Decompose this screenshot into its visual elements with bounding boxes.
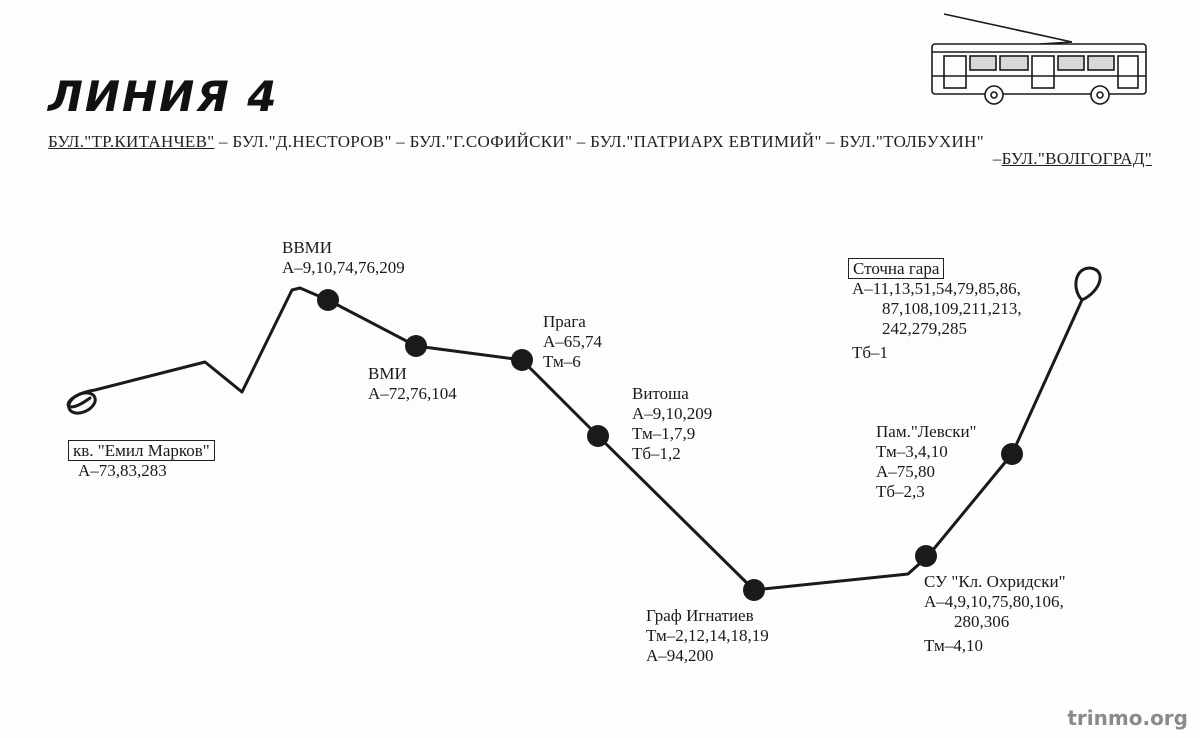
stop-lines: А–75,80	[876, 462, 936, 481]
route-description-line-1: БУЛ."ТР.КИТАНЧЕВ" – БУЛ."Д.НЕСТОРОВ" – Б…	[48, 132, 984, 152]
route-street-end: БУЛ."ВОЛГОГРАД"	[1001, 149, 1152, 168]
stop-label-su-ohridski: СУ "Кл. Охридски" А–4,9,10,75,80,106, 28…	[924, 572, 1066, 656]
stop-name: ВВМИ	[282, 238, 333, 257]
stop-name: Сточна гара	[848, 258, 945, 279]
stop-name: СУ "Кл. Охридски"	[924, 572, 1066, 591]
stop-lines: 87,108,109,211,213,	[882, 299, 1022, 318]
stop-lines: Тм–4,10	[924, 636, 983, 655]
stop-lines: Тм–3,4,10	[876, 442, 948, 461]
route-description-line-2: –БУЛ."ВОЛГОГРАД"	[993, 149, 1152, 169]
stop-marker-praga	[511, 349, 533, 371]
stop-marker-vmi	[405, 335, 427, 357]
stop-lines: Тб–1,2	[632, 444, 681, 463]
stop-name: Прага	[543, 312, 586, 331]
stop-label-levski: Пам."Левски" Тм–3,4,10 А–75,80 Тб–2,3	[876, 422, 977, 502]
stop-lines: А–4,9,10,75,80,106,	[924, 592, 1064, 611]
stop-marker-vitosha	[587, 425, 609, 447]
stop-lines: А–94,200	[646, 646, 714, 665]
watermark: trinmo.org	[1067, 706, 1188, 730]
stop-marker-levski	[1001, 443, 1023, 465]
stop-lines: 242,279,285	[882, 319, 967, 338]
stop-lines: А–65,74	[543, 332, 603, 351]
stop-label-vitosha: Витоша А–9,10,209 Тм–1,7,9 Тб–1,2	[632, 384, 712, 464]
stop-lines: А–72,76,104	[368, 384, 457, 403]
route-streets-middle: – БУЛ."Д.НЕСТОРОВ" – БУЛ."Г.СОФИЙСКИ" – …	[214, 132, 840, 151]
route-dash: –	[992, 149, 1002, 168]
stop-label-graf-ignatiev: Граф Игнатиев Тм–2,12,14,18,19 А–94,200	[646, 606, 769, 666]
stop-label-stochna-gara: Сточна гара А–11,13,51,54,79,85,86, 87,1…	[848, 258, 1022, 363]
stop-name: Витоша	[632, 384, 689, 403]
map-title: ЛИНИЯ 4	[48, 72, 279, 121]
stop-name: ВМИ	[368, 364, 407, 383]
stop-label-praga: Прага А–65,74 Тм–6	[543, 312, 602, 372]
stop-name: кв. "Емил Марков"	[68, 440, 215, 461]
stop-lines: Тм–1,7,9	[632, 424, 696, 443]
stop-lines: А–9,10,74,76,209	[282, 258, 405, 277]
stop-lines: А–73,83,283	[78, 461, 167, 480]
stop-marker-vvmi	[317, 289, 339, 311]
trolleybus-icon	[931, 13, 1147, 105]
stop-name: Граф Игнатиев	[646, 606, 754, 625]
stop-lines: Тб–2,3	[876, 482, 925, 501]
stop-marker-su	[915, 545, 937, 567]
stop-lines: А–11,13,51,54,79,85,86,	[852, 279, 1021, 298]
stop-marker-graf-ignatiev	[743, 579, 765, 601]
terminal-loop-start	[67, 391, 97, 415]
stop-lines: Тб–1	[852, 343, 889, 362]
stop-lines: Тм–2,12,14,18,19	[646, 626, 769, 645]
stop-label-vvmi: ВВМИ А–9,10,74,76,209	[282, 238, 405, 278]
stop-lines: 280,306	[954, 612, 1010, 631]
stop-name: Пам."Левски"	[876, 422, 977, 441]
stop-lines: А–9,10,209	[632, 404, 713, 423]
route-street-tolbuhin: БУЛ."ТОЛБУХИН"	[839, 132, 984, 151]
stop-lines: Тм–6	[543, 352, 581, 371]
route-street-start: БУЛ."ТР.КИТАНЧЕВ"	[48, 132, 215, 151]
stop-label-vmi: ВМИ А–72,76,104	[368, 364, 457, 404]
stop-label-emil-markov: кв. "Емил Марков" А–73,83,283	[68, 440, 215, 481]
